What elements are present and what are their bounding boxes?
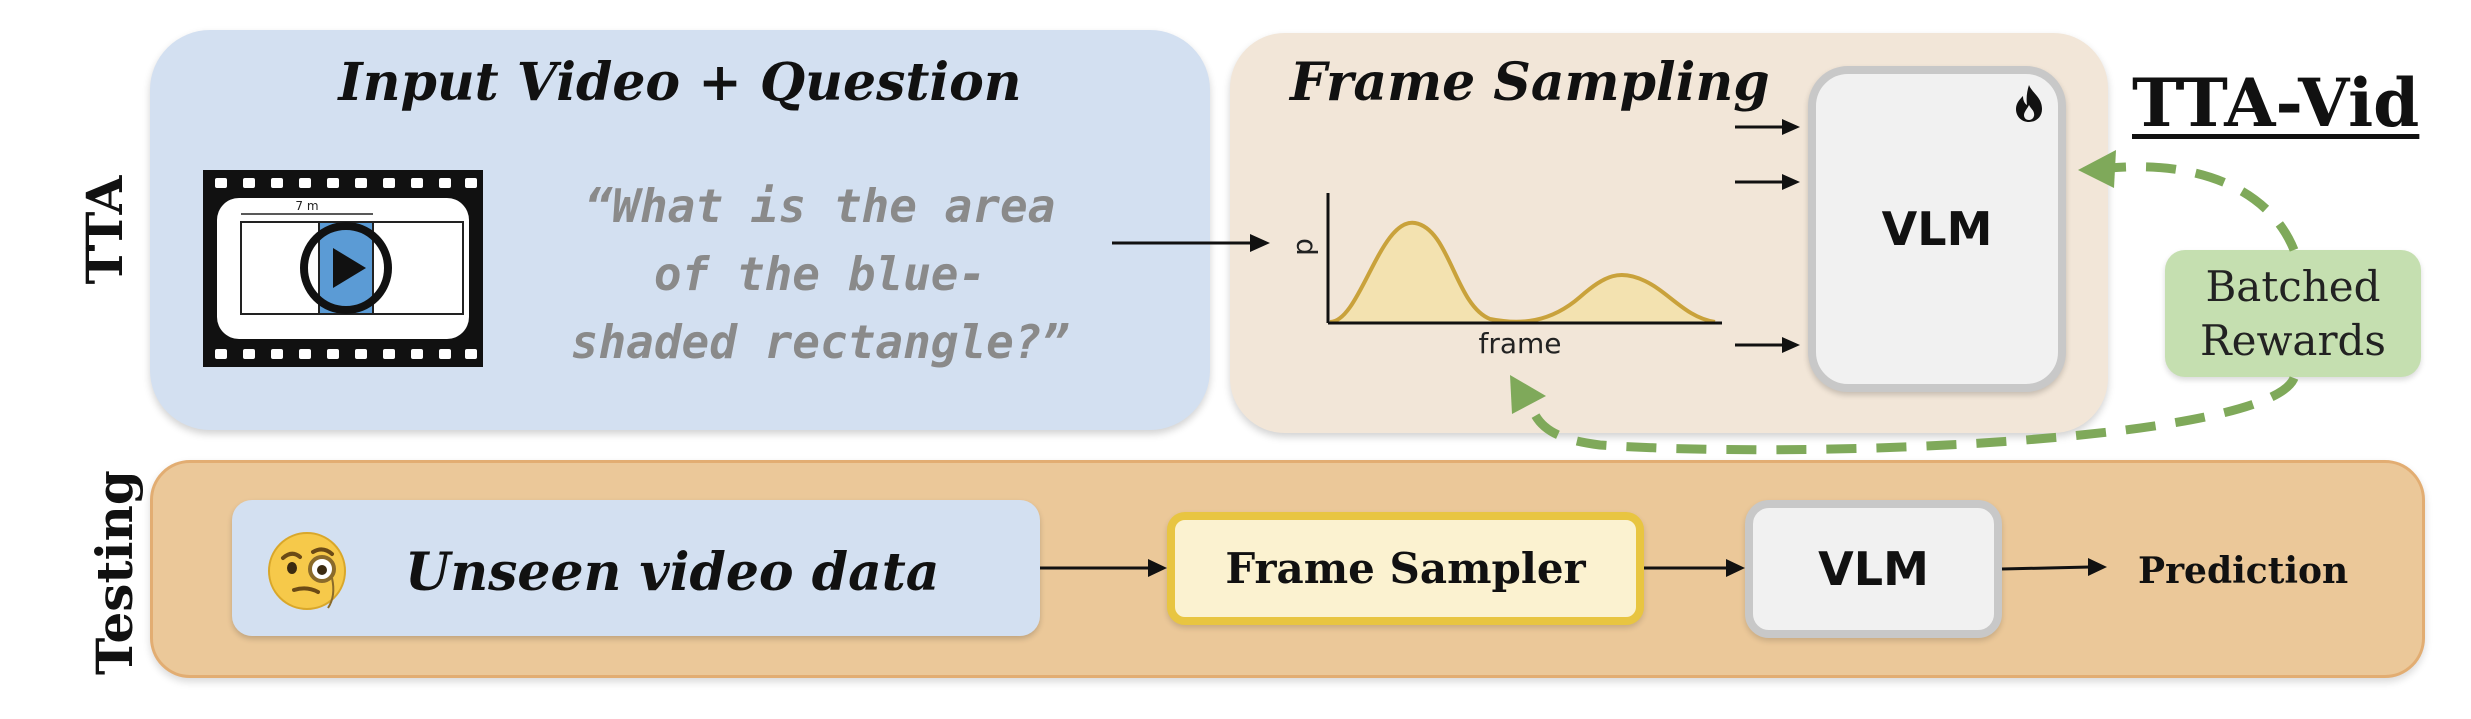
reward-to-vlm-arrowhead xyxy=(2078,150,2116,188)
sampling-distribution-plot: p frame xyxy=(1290,193,1722,360)
frame-arrowhead-2 xyxy=(1782,174,1800,190)
vlm-label: VLM xyxy=(1881,202,1993,256)
question-line: of the blue- xyxy=(653,247,987,301)
video-thumbnail: 7 m xyxy=(203,170,483,367)
flame-icon xyxy=(2016,85,2042,122)
question-line: “What is the area xyxy=(584,179,1056,233)
vlm-to-prediction-arrowhead xyxy=(2088,558,2107,576)
rewards-line: Rewards xyxy=(2200,315,2386,365)
rewards-line: Batched xyxy=(2205,261,2381,311)
frame-arrowhead-1 xyxy=(1782,119,1800,135)
film-perforations xyxy=(215,178,477,359)
input-panel-title: Input Video + Question xyxy=(338,52,1022,113)
distribution-area xyxy=(1330,222,1715,322)
vlm-test-box: VLM xyxy=(1745,500,2002,638)
x-axis-label: frame xyxy=(1478,327,1561,360)
video-scale-label: 7 m xyxy=(295,199,318,213)
frame-sampler-box: Frame Sampler xyxy=(1167,512,1644,625)
tta-vid-title: TTA-Vid xyxy=(2132,64,2420,142)
question-text: “What is the area of the blue- shaded re… xyxy=(500,172,1140,376)
sampler-to-vlm-arrowhead xyxy=(1726,559,1745,577)
question-line: shaded rectangle?” xyxy=(570,315,1070,369)
play-icon[interactable] xyxy=(300,222,392,314)
unseen-video-data-label: Unseen video data xyxy=(405,542,940,603)
unseen-to-sampler-arrowhead xyxy=(1148,559,1167,577)
vlm-test-label: VLM xyxy=(1818,542,1929,596)
reward-to-sampler-feedback xyxy=(1527,375,2299,455)
frame-arrowhead-3 xyxy=(1782,337,1800,353)
reward-to-sampler-arrowhead xyxy=(1510,375,1546,414)
prediction-label: Prediction xyxy=(2138,550,2349,592)
unseen-video-data-box xyxy=(232,500,1040,636)
reward-to-vlm-feedback xyxy=(2109,162,2299,252)
monocle-face-icon xyxy=(268,532,346,610)
input-to-sampling-arrowhead xyxy=(1250,234,1270,252)
distribution-curve xyxy=(1329,220,1716,324)
frame-sampler-label: Frame Sampler xyxy=(1225,544,1586,593)
batched-rewards-box: Batched Rewards xyxy=(2165,250,2421,377)
y-axis-label: p xyxy=(1290,238,1319,256)
vlm-to-prediction-arrow xyxy=(2001,565,2091,571)
sampling-panel-title: Frame Sampling xyxy=(1290,52,1770,113)
